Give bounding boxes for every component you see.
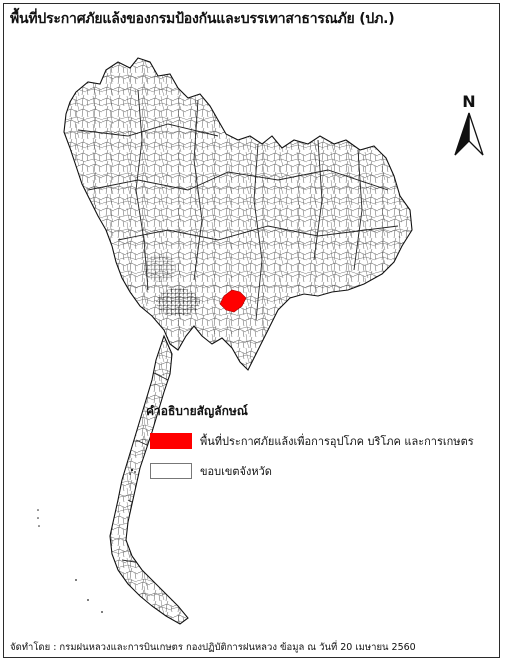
legend-label-drought: พื้นที่ประกาศภัยแล้งเพื่อการอุปโภค บริโภ… — [200, 435, 474, 448]
source-footer: จัดทำโดย : กรมฝนหลวงและการบินเกษตร กองปฏ… — [10, 642, 416, 653]
legend-item-drought: พื้นที่ประกาศภัยแล้งเพื่อการอุปโภค บริโภ… — [150, 432, 474, 450]
legend-swatch-boundary — [150, 463, 192, 479]
legend-label-boundary: ขอบเขตจังหวัด — [200, 465, 272, 478]
north-arrow-icon — [454, 112, 484, 156]
thailand-map — [37, 57, 413, 625]
legend-item-boundary: ขอบเขตจังหวัด — [150, 462, 272, 480]
north-label: N — [462, 92, 476, 111]
legend-swatch-drought — [150, 433, 192, 449]
drought-area — [219, 289, 247, 313]
north-arrow: N — [452, 92, 486, 161]
legend-title: คำอธิบายสัญลักษณ์ — [146, 404, 248, 418]
map-title: พื้นที่ประกาศภัยแล้งของกรมป้องกันและบรรเ… — [10, 11, 395, 27]
